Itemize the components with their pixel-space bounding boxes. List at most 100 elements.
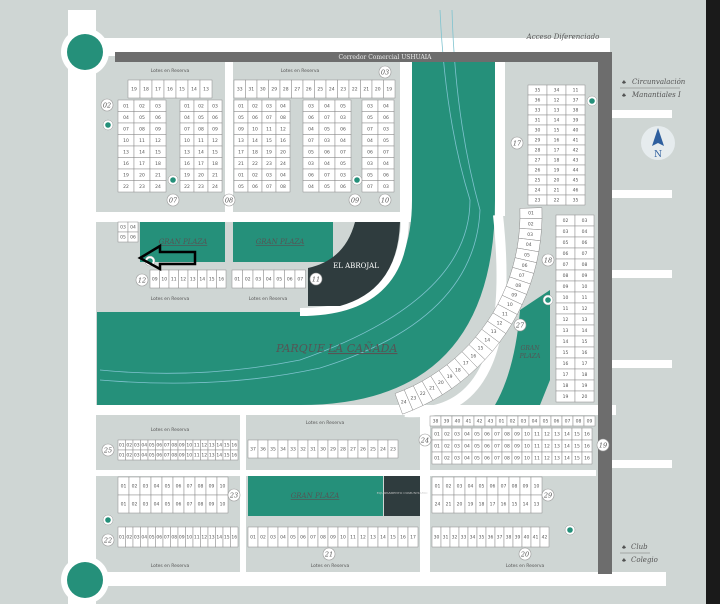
lot[interactable]: 11 xyxy=(192,526,201,548)
lot[interactable]: 19 xyxy=(555,390,576,403)
lot[interactable]: 15 xyxy=(571,451,583,465)
lot[interactable]: 33 xyxy=(287,439,299,459)
lot[interactable]: 08 xyxy=(501,439,513,453)
legend-colegio[interactable]: ♣ Colegio xyxy=(622,556,658,564)
lot[interactable]: 14 xyxy=(215,439,224,451)
lot[interactable]: 09 xyxy=(574,269,595,282)
lot[interactable]: 14 xyxy=(377,526,389,548)
lot[interactable]: 17 xyxy=(407,526,419,548)
lot[interactable]: 05 xyxy=(471,427,483,441)
lot[interactable]: 11 xyxy=(531,451,543,465)
lot[interactable]: 05 xyxy=(133,111,151,124)
lot[interactable]: 05 xyxy=(273,269,285,289)
block-marker[interactable]: 02 xyxy=(100,98,114,112)
lot[interactable]: 21 xyxy=(546,184,567,196)
lot[interactable]: 27 xyxy=(527,154,548,166)
lot[interactable]: 04 xyxy=(318,99,336,112)
lot[interactable]: 12 xyxy=(546,94,567,106)
lot[interactable]: 11 xyxy=(261,122,277,135)
lot[interactable]: 25 xyxy=(527,174,548,186)
lot[interactable]: 24 xyxy=(377,439,389,459)
lot[interactable]: 06 xyxy=(127,231,139,243)
lot[interactable]: 05 xyxy=(334,99,352,112)
lot[interactable]: 15 xyxy=(555,346,576,359)
lot[interactable]: 03 xyxy=(334,168,352,181)
lot[interactable]: 07 xyxy=(491,439,503,453)
block-marker[interactable]: 18 xyxy=(541,253,555,267)
lot[interactable]: 07 xyxy=(361,180,379,193)
lot[interactable]: 04 xyxy=(464,476,477,496)
lot[interactable]: 17 xyxy=(486,494,499,514)
lot[interactable]: 10 xyxy=(521,427,533,441)
lot[interactable]: 22 xyxy=(247,157,263,170)
lot[interactable]: 03 xyxy=(132,526,141,548)
lot[interactable]: 04 xyxy=(361,134,379,147)
lot[interactable]: 06 xyxy=(481,427,493,441)
lot[interactable]: 09 xyxy=(205,476,218,496)
lot[interactable]: 15 xyxy=(149,145,167,158)
lot[interactable]: 06 xyxy=(172,494,185,514)
lot[interactable]: 44 xyxy=(565,164,586,176)
lot[interactable]: 13 xyxy=(207,439,216,451)
lot[interactable]: 21 xyxy=(442,494,455,514)
lot[interactable]: 05 xyxy=(117,231,129,243)
lot[interactable]: 23 xyxy=(133,180,151,193)
lot[interactable]: 38 xyxy=(503,526,514,548)
lot[interactable]: 16 xyxy=(497,494,510,514)
lot[interactable]: 14 xyxy=(133,145,151,158)
lot[interactable]: 04 xyxy=(461,427,473,441)
lot[interactable]: 08 xyxy=(501,427,513,441)
lot[interactable]: 18 xyxy=(207,157,223,170)
lot[interactable]: 07 xyxy=(179,122,195,135)
lot[interactable]: 13 xyxy=(551,439,563,453)
lot[interactable]: 17 xyxy=(555,368,576,381)
lot[interactable]: 04 xyxy=(140,439,149,451)
lot[interactable]: 06 xyxy=(172,476,185,496)
lot[interactable]: 28 xyxy=(279,79,292,99)
lot[interactable]: 25 xyxy=(367,439,379,459)
lot[interactable]: 26 xyxy=(357,439,369,459)
lot[interactable]: 15 xyxy=(546,124,567,136)
lot[interactable]: 05 xyxy=(233,180,249,193)
lot[interactable]: 02 xyxy=(242,269,254,289)
lot[interactable]: 14 xyxy=(546,114,567,126)
equipamiento-comunitario[interactable] xyxy=(384,476,420,516)
lot[interactable]: 04 xyxy=(275,168,291,181)
lot[interactable]: 01 xyxy=(117,476,130,496)
lot[interactable]: 15 xyxy=(574,335,595,348)
lot[interactable]: 19 xyxy=(179,168,195,181)
lot[interactable]: 04 xyxy=(302,122,320,135)
lot[interactable]: 12 xyxy=(574,302,595,315)
lot[interactable]: 31 xyxy=(245,79,258,99)
lot[interactable]: 11 xyxy=(555,302,576,315)
lot[interactable]: 06 xyxy=(284,269,296,289)
block-marker[interactable]: 21 xyxy=(322,547,336,561)
lot[interactable]: 38 xyxy=(429,415,442,427)
lot[interactable]: 04 xyxy=(377,157,395,170)
lot[interactable]: 02 xyxy=(247,99,263,112)
lot[interactable]: 02 xyxy=(128,494,141,514)
lot[interactable]: 12 xyxy=(541,427,553,441)
lot[interactable]: 17 xyxy=(151,79,165,99)
block-marker[interactable]: 08 xyxy=(222,193,236,207)
lot[interactable]: 30 xyxy=(527,124,548,136)
lot[interactable]: 09 xyxy=(177,449,186,461)
lot[interactable]: 09 xyxy=(177,439,186,451)
lot[interactable]: 20 xyxy=(574,390,595,403)
lot[interactable]: 02 xyxy=(506,415,519,427)
lot[interactable]: 30 xyxy=(431,526,442,548)
lot[interactable]: 03 xyxy=(334,111,352,124)
lot[interactable]: 16 xyxy=(555,357,576,370)
lot[interactable]: 06 xyxy=(334,122,352,135)
lot[interactable]: 09 xyxy=(149,269,160,289)
lot[interactable]: 13 xyxy=(207,526,216,548)
lot[interactable]: 07 xyxy=(491,427,503,441)
lot[interactable]: 20 xyxy=(453,494,466,514)
lot[interactable]: 12 xyxy=(178,269,189,289)
block-marker[interactable]: 22 xyxy=(101,533,115,547)
lot[interactable]: 09 xyxy=(511,439,523,453)
lot[interactable]: 43 xyxy=(565,154,586,166)
lot[interactable]: 13 xyxy=(207,449,216,461)
lot[interactable]: 11 xyxy=(531,427,543,441)
